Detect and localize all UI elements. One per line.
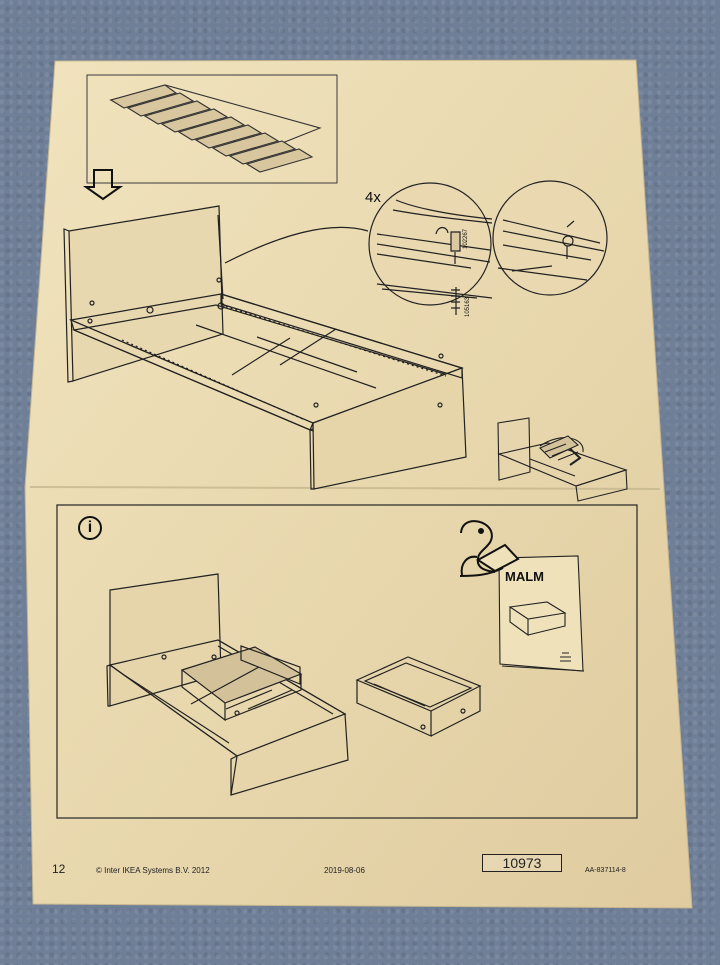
- document-code: 10973: [482, 854, 562, 872]
- product-name: MALM: [505, 569, 544, 584]
- part-number-105163: 105163: [465, 296, 471, 317]
- page-number: 12: [52, 862, 66, 876]
- publication-date: 2019-08-06: [324, 866, 365, 875]
- article-code: AA-837114-8: [585, 867, 626, 874]
- copyright-text: © Inter IKEA Systems B.V. 2012: [96, 866, 210, 875]
- part-number-102267: 102267: [463, 228, 469, 249]
- hardware-multiplier: 4x: [365, 189, 381, 206]
- info-icon: i: [78, 516, 102, 540]
